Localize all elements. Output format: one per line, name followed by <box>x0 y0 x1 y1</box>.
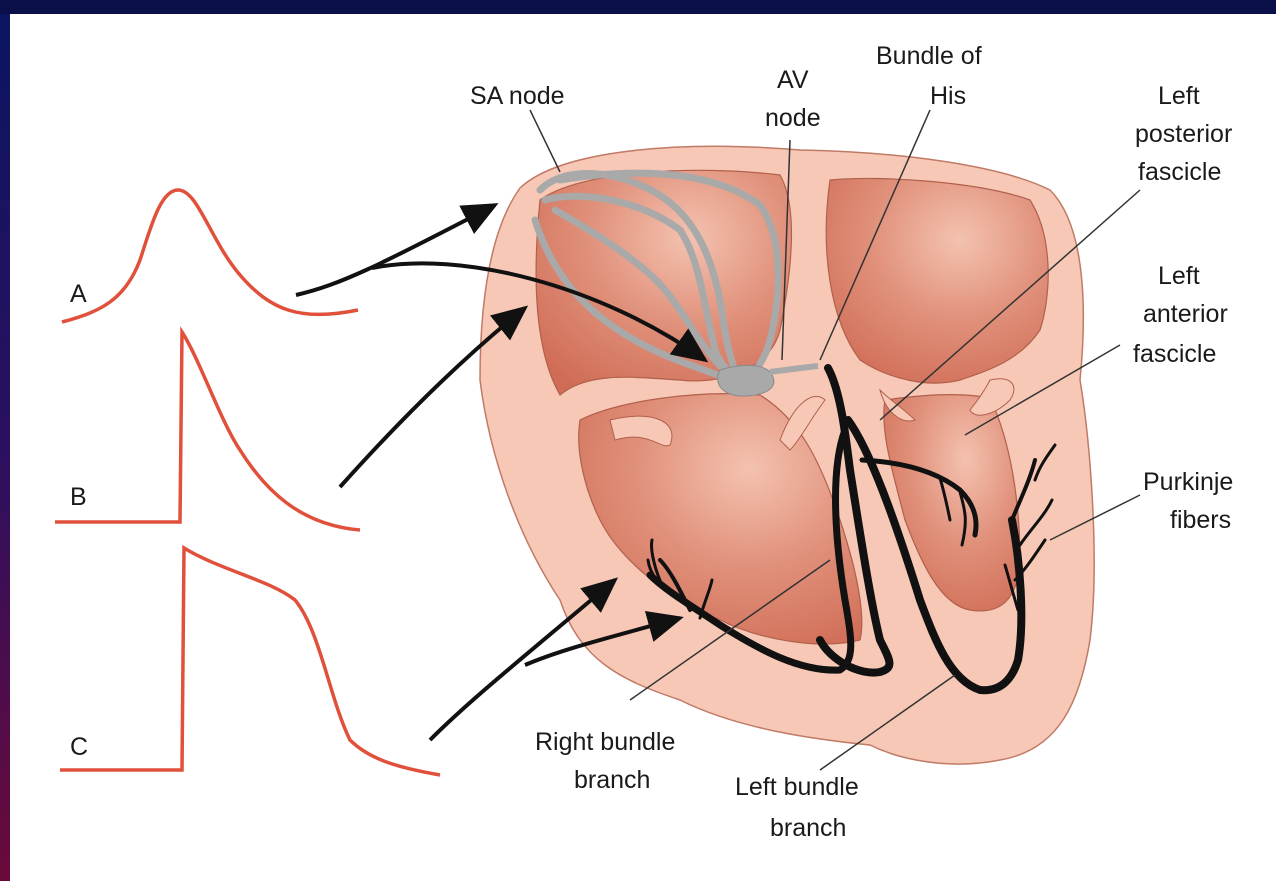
label-left-posterior-1: Left <box>1158 82 1200 110</box>
label-left-anterior-1: Left <box>1158 262 1200 290</box>
left-atrium <box>826 178 1048 383</box>
label-purkinje-1: Purkinje <box>1143 468 1233 496</box>
label-left-posterior-3: fascicle <box>1138 158 1221 186</box>
label-bundle-of-his-1: Bundle of <box>876 42 982 70</box>
waveform-a <box>62 190 358 322</box>
label-av-node-2: node <box>765 104 821 132</box>
label-purkinje-2: fibers <box>1170 506 1231 534</box>
label-left-posterior-2: posterior <box>1135 120 1232 148</box>
label-left-anterior-2: anterior <box>1143 300 1228 328</box>
arrow-a-to-sa <box>296 205 495 295</box>
av-node <box>718 365 774 396</box>
waveform-c <box>60 548 440 775</box>
arrow-c-to-rv1 <box>430 580 615 740</box>
waveform-b <box>55 332 360 530</box>
waveform-label-c: C <box>70 733 88 761</box>
waveform-label-a: A <box>70 280 87 308</box>
label-av-node-1: AV <box>777 66 809 94</box>
label-left-anterior-3: fascicle <box>1133 340 1216 368</box>
label-left-bundle-2: branch <box>770 814 846 842</box>
label-right-bundle-2: branch <box>574 766 650 794</box>
label-sa-node: SA node <box>470 82 565 110</box>
waveform-label-b: B <box>70 483 87 511</box>
label-right-bundle-1: Right bundle <box>535 728 675 756</box>
label-bundle-of-his-2: His <box>930 82 966 110</box>
label-left-bundle-1: Left bundle <box>735 773 859 801</box>
